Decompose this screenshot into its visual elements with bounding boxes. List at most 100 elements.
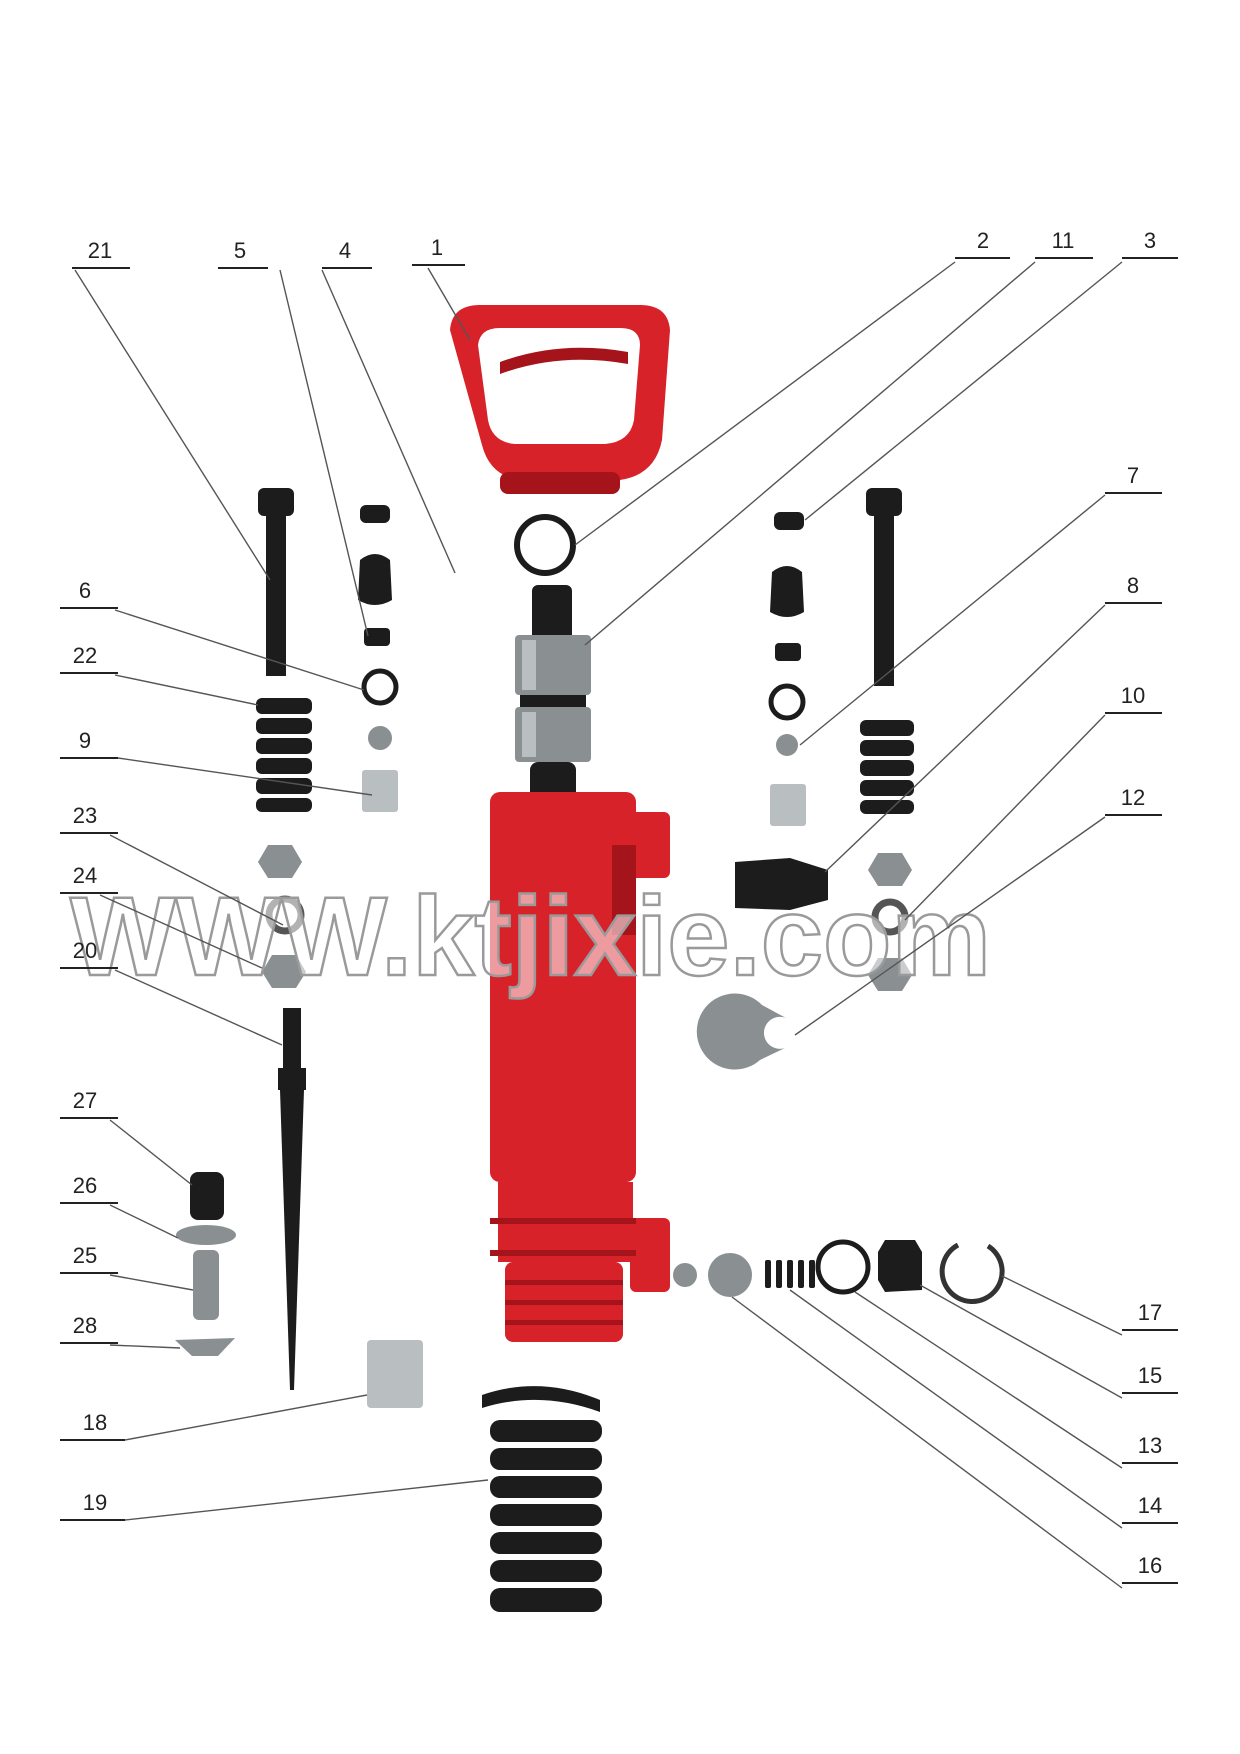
callout-12: 12: [794, 785, 1162, 1036]
part-ball-left: [368, 726, 392, 750]
callout-13: 13: [854, 1291, 1178, 1469]
part-nut-left: [258, 845, 302, 878]
leader-line-17: [1001, 1275, 1123, 1336]
leader-line-26: [109, 1204, 179, 1239]
part-label-17: 17: [1138, 1300, 1162, 1325]
leader-line-5: [279, 269, 369, 637]
callout-5: 5: [218, 238, 369, 637]
callout-9: 9: [60, 728, 373, 796]
callout-16: 16: [731, 1296, 1178, 1589]
callout-10: 10: [904, 683, 1162, 921]
callout-7: 7: [799, 463, 1162, 746]
leader-line-2: [574, 261, 956, 546]
part-nut-right-lower: [868, 958, 912, 991]
part-label-6: 6: [79, 578, 91, 603]
part-label-3: 3: [1144, 228, 1156, 253]
part-label-2: 2: [977, 228, 989, 253]
part-label-5: 5: [234, 238, 246, 263]
part-22-spring: [256, 698, 312, 812]
callout-19: 19: [60, 1479, 489, 1521]
part-label-20: 20: [73, 938, 97, 963]
watermark: WWW.ktjixie.com: [70, 874, 991, 999]
part-8-connector: [735, 858, 828, 910]
part-label-4: 4: [339, 238, 351, 263]
part-nut-small-right: [775, 643, 801, 661]
part-18-sleeve: [367, 1340, 423, 1408]
callout-6: 6: [60, 578, 365, 691]
leader-line-16: [731, 1296, 1123, 1589]
leader-line-4: [321, 269, 456, 574]
part-1-handle: [450, 305, 670, 494]
part-valve-seat-right: [770, 566, 804, 617]
part-17-circlip: [939, 1242, 1005, 1304]
part-label-22: 22: [73, 643, 97, 668]
part-label-19: 19: [83, 1490, 107, 1515]
part-label-15: 15: [1138, 1363, 1162, 1388]
part-bolt-right: [866, 488, 902, 686]
callout-23: 23: [60, 803, 284, 926]
callout-21: 21: [72, 238, 271, 581]
leader-line-20: [114, 969, 283, 1046]
part-13-o-ring: [815, 1239, 871, 1295]
part-10-washer: [871, 898, 909, 936]
callout-24: 24: [60, 863, 263, 969]
callout-8: 8: [824, 573, 1162, 873]
part-label-11: 11: [1052, 228, 1075, 253]
leader-line-25: [109, 1274, 194, 1291]
callout-11: 11: [584, 228, 1093, 646]
part-9-sleeve: [362, 770, 398, 812]
callout-1: 1: [412, 235, 471, 341]
part-20-chisel: [278, 1008, 306, 1390]
leader-line-18: [124, 1394, 368, 1441]
part-15-plug: [878, 1240, 922, 1292]
part-28-tip: [175, 1338, 235, 1356]
leader-line-10: [904, 714, 1106, 921]
callout-4: 4: [321, 238, 456, 574]
part-19-buffer-spring: [482, 1386, 602, 1612]
leader-line-3: [804, 261, 1123, 521]
part-label-18: 18: [83, 1410, 107, 1435]
part-label-26: 26: [73, 1173, 97, 1198]
part-11-valve-body: [515, 585, 591, 802]
part-label-10: 10: [1121, 683, 1145, 708]
leader-line-8: [824, 604, 1106, 873]
callout-17: 17: [1001, 1275, 1178, 1336]
callout-22: 22: [60, 643, 259, 706]
callout-14: 14: [789, 1289, 1178, 1529]
part-label-27: 27: [73, 1088, 97, 1113]
part-label-7: 7: [1127, 463, 1139, 488]
leader-line-6: [114, 609, 365, 691]
leader-line-24: [99, 894, 263, 969]
part-label-24: 24: [73, 863, 97, 888]
part-26-washer: [176, 1225, 236, 1245]
leader-line-11: [584, 261, 1036, 646]
callout-25: 25: [60, 1243, 194, 1291]
part-nut-right-upper: [868, 853, 912, 886]
part-5-nut: [364, 628, 390, 646]
part-4-valve-seat: [358, 554, 392, 605]
callout-20: 20: [60, 938, 283, 1046]
callout-28: 28: [60, 1313, 181, 1349]
leader-line-22: [114, 674, 259, 706]
callout-2: 2: [574, 228, 1010, 546]
part-label-23: 23: [73, 803, 97, 828]
part-label-14: 14: [1138, 1493, 1162, 1518]
part-14-spring: [765, 1260, 815, 1288]
callout-27: 27: [60, 1088, 193, 1186]
part-label-12: 12: [1121, 785, 1145, 810]
part-sleeve-right: [770, 784, 806, 826]
part-label-9: 9: [79, 728, 91, 753]
callout-26: 26: [60, 1173, 179, 1239]
part-3-top-cap: [774, 512, 804, 530]
part-27-fitting: [190, 1172, 224, 1220]
leader-line-7: [799, 494, 1106, 746]
part-label-25: 25: [73, 1243, 97, 1268]
part-small-ball: [673, 1263, 697, 1287]
part-21-bolt: [258, 488, 294, 676]
callout-3: 3: [804, 228, 1178, 521]
part-5-top-cap: [360, 505, 390, 523]
leader-line-13: [854, 1291, 1123, 1469]
part-2-o-ring: [514, 514, 576, 576]
part-label-16: 16: [1138, 1553, 1162, 1578]
